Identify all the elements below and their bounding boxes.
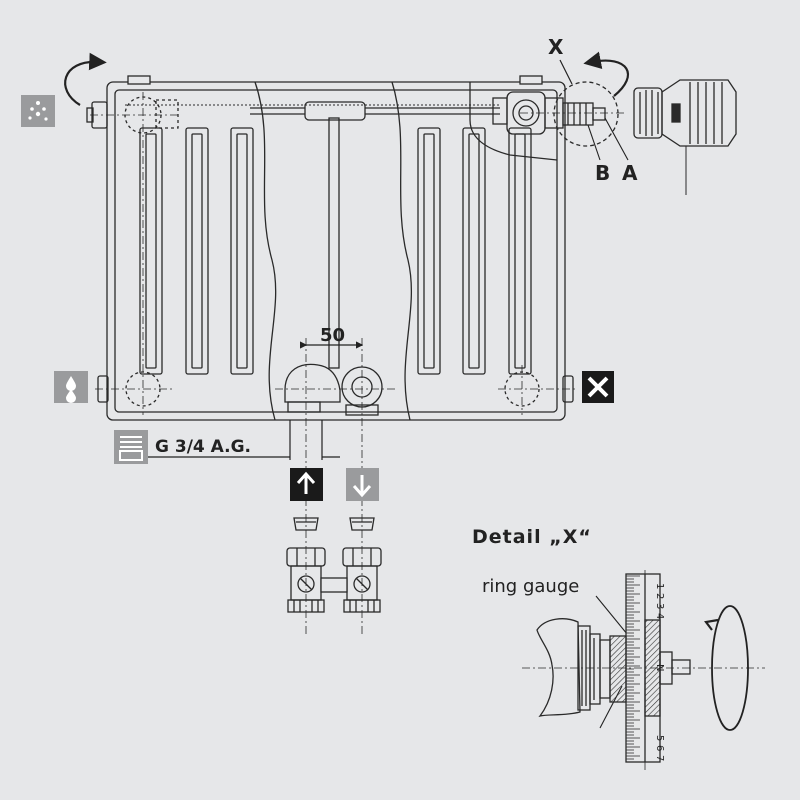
- gauge-number: 1: [654, 583, 665, 589]
- valve-insert: [469, 81, 625, 161]
- ring-gauge-label: ring gauge: [482, 576, 579, 597]
- thread-label: G 3/4 A.G.: [155, 437, 251, 457]
- thread-dimension: [130, 420, 340, 460]
- detail-marker-label: X: [548, 35, 564, 59]
- gauge-number: 2: [654, 593, 665, 599]
- flow-up-icon: [290, 468, 323, 501]
- radiator-body: [86, 75, 575, 421]
- gauge-number: 6: [654, 745, 665, 751]
- thermostatic-head: [633, 79, 737, 195]
- rotate-left-arrow: [64, 52, 107, 106]
- label-a: A: [622, 161, 638, 185]
- gauge-number: 5: [654, 735, 665, 741]
- gauge-number: N: [654, 664, 665, 671]
- thread-icon: [114, 430, 148, 464]
- valve-assembly: [286, 517, 382, 613]
- gauge-number: 7: [654, 755, 665, 761]
- gauge-numbers: 1 2 3 4 N 5 6 7: [654, 583, 665, 761]
- rotation-indicator: [704, 605, 749, 731]
- label-b: B: [595, 161, 610, 185]
- gauge-number: 4: [654, 613, 665, 619]
- blocked-icon: [582, 371, 614, 403]
- dimension-50: 50: [300, 325, 364, 349]
- drain-icon: [54, 371, 88, 403]
- flow-down-icon: [346, 468, 379, 501]
- gauge-number: 3: [654, 603, 665, 609]
- dimension-label: 50: [320, 325, 345, 346]
- detail-title: Detail „X“: [472, 526, 592, 548]
- rotate-right-arrow: [583, 51, 629, 97]
- gauge-ticks: [626, 575, 640, 760]
- detail-drawing: [522, 570, 765, 770]
- vent-icon: [21, 95, 55, 127]
